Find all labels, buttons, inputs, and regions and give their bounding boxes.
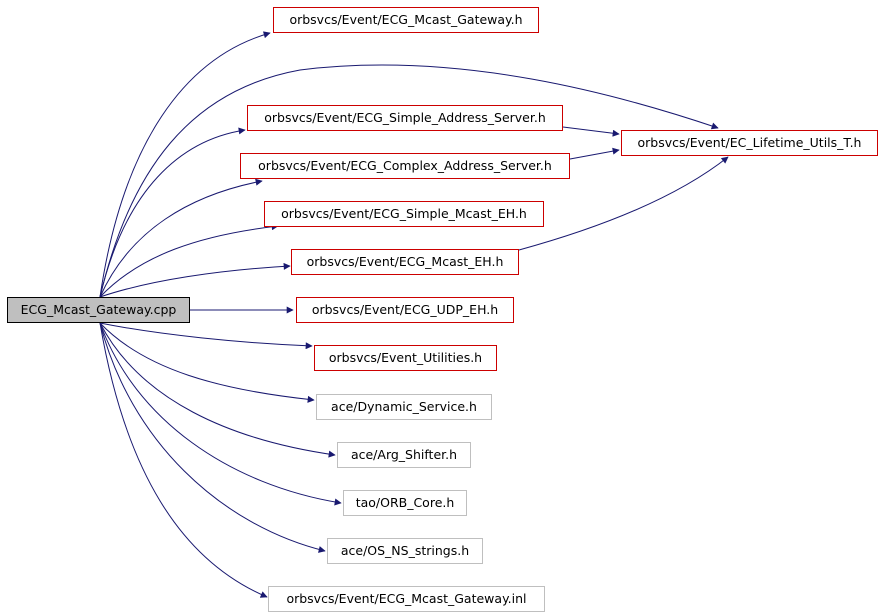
node-simple-address-server[interactable]: orbsvcs/Event/ECG_Simple_Address_Server.… [247,105,563,131]
edge-root-to-os_ns_strings [99,322,326,553]
node-lifetime-utils[interactable]: orbsvcs/Event/EC_Lifetime_Utils_T.h [621,130,878,156]
edge-root-to-complex_addr [99,178,263,298]
edge-root-to-mcast_gateway_inl [99,322,268,598]
node-udp-eh[interactable]: orbsvcs/Event/ECG_UDP_EH.h [296,297,514,323]
edge-root-to-mcast_eh [99,262,291,298]
edge-root-to-orb_core [99,322,342,506]
edge-root-to-event_utilities [99,322,313,350]
node-mcast-gateway-inl[interactable]: orbsvcs/Event/ECG_Mcast_Gateway.inl [268,586,545,612]
node-arg-shifter[interactable]: ace/Arg_Shifter.h [337,442,471,468]
edge-root-to-mcast_gateway_h [99,31,271,298]
edge-root-to-dynamic_service [99,322,315,403]
edge-complex_addr-to-lifetime_utils [569,147,620,160]
node-simple-mcast-eh[interactable]: orbsvcs/Event/ECG_Simple_Mcast_EH.h [264,201,544,227]
node-os-ns-strings[interactable]: ace/OS_NS_strings.h [327,538,483,564]
node-dynamic-service[interactable]: ace/Dynamic_Service.h [316,394,492,420]
node-event-utilities[interactable]: orbsvcs/Event_Utilities.h [314,345,497,371]
edge-root-to-arg_shifter [99,322,336,458]
node-mcast-eh[interactable]: orbsvcs/Event/ECG_Mcast_EH.h [291,249,519,275]
node-complex-address-server[interactable]: orbsvcs/Event/ECG_Complex_Address_Server… [240,153,570,179]
node-mcast-gateway-h[interactable]: orbsvcs/Event/ECG_Mcast_Gateway.h [273,7,539,33]
edge-root-to-simple_addr [99,127,246,298]
edge-mcast_eh-to-lifetime_utils [518,156,729,251]
node-root[interactable]: ECG_Mcast_Gateway.cpp [7,297,190,323]
edge-simple_addr-to-lifetime_utils [562,126,620,137]
edge-root-to-lifetime_utils [99,64,719,298]
edge-root-to-simple_mcast_eh [99,223,279,298]
node-orb-core[interactable]: tao/ORB_Core.h [343,490,467,516]
